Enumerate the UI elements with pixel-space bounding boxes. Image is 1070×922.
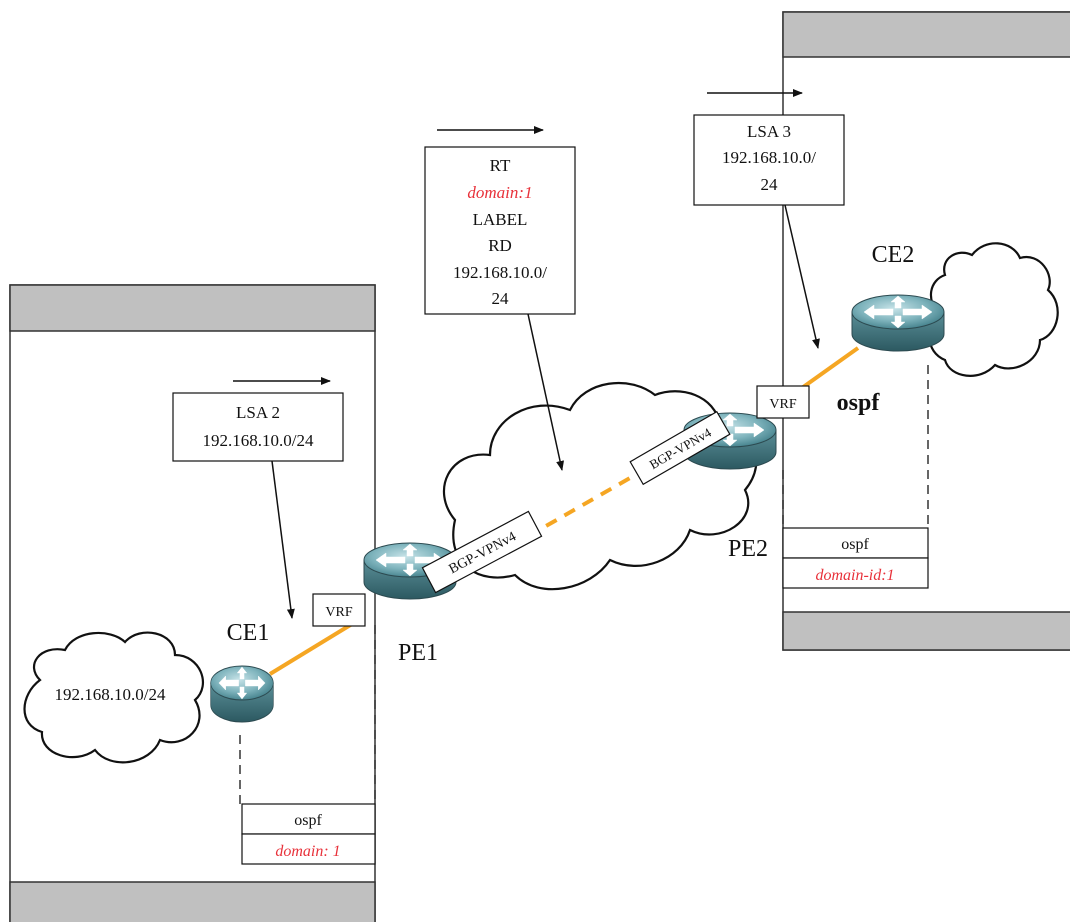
svg-text:domain:1: domain:1 <box>467 183 532 202</box>
svg-text:192.168.10.0/: 192.168.10.0/ <box>453 263 547 282</box>
ce1-label: CE1 <box>227 620 270 646</box>
svg-text:192.168.10.0/: 192.168.10.0/ <box>722 148 816 167</box>
bgp-pointer-arrow <box>527 313 564 471</box>
bgp-info-box: RT domain:1 LABEL RD 192.168.10.0/ 24 <box>424 126 576 471</box>
ce1-pe1-link <box>268 622 354 676</box>
pe2-label: PE2 <box>728 536 768 562</box>
lsa2-box: LSA 2 192.168.10.0/24 <box>172 377 344 619</box>
lsa3-box: LSA 3 192.168.10.0/ 24 <box>693 89 845 349</box>
svg-text:24: 24 <box>492 289 510 308</box>
svg-text:RD: RD <box>488 236 512 255</box>
svg-text:LABEL: LABEL <box>473 210 528 229</box>
lsa2-pointer-arrow <box>271 460 295 619</box>
svg-text:192.168.10.0/24: 192.168.10.0/24 <box>203 431 314 450</box>
bgp-vpnv4-link <box>454 460 659 580</box>
pe2-vrf-box: VRF <box>756 385 810 419</box>
svg-text:ospf: ospf <box>294 812 322 829</box>
left-panel-top-bar <box>9 284 376 332</box>
ospf-domain-box-left: ospf domain: 1 <box>241 803 376 865</box>
svg-text:LSA 2: LSA 2 <box>236 403 280 422</box>
svg-text:ospf: ospf <box>841 536 869 553</box>
svg-text:VRF: VRF <box>769 397 796 412</box>
svg-text:domain-id:1: domain-id:1 <box>815 567 894 584</box>
ospf-domain-box-right: ospf domain-id:1 <box>782 527 929 589</box>
ce1-site-cloud <box>23 631 205 764</box>
svg-text:RT: RT <box>490 156 511 175</box>
pe1-vrf-box: VRF <box>312 593 366 627</box>
right-panel-top-bar <box>782 11 1070 58</box>
svg-text:domain: 1: domain: 1 <box>275 843 340 860</box>
ce2-label: CE2 <box>872 242 915 268</box>
left-panel-bottom-bar <box>9 881 376 922</box>
svg-text:LSA 3: LSA 3 <box>747 122 791 141</box>
ce1-router-icon <box>210 665 274 723</box>
lsa3-pointer-arrow <box>784 204 820 349</box>
pe1-label: PE1 <box>398 640 438 666</box>
ce1-network-label: 192.168.10.0/24 <box>55 685 166 704</box>
ce2-ospf-label: ospf <box>837 390 881 416</box>
ce2-router-icon <box>851 294 945 352</box>
svg-text:24: 24 <box>761 175 779 194</box>
right-panel-bottom-bar <box>782 611 1070 651</box>
svg-text:VRF: VRF <box>325 605 352 620</box>
